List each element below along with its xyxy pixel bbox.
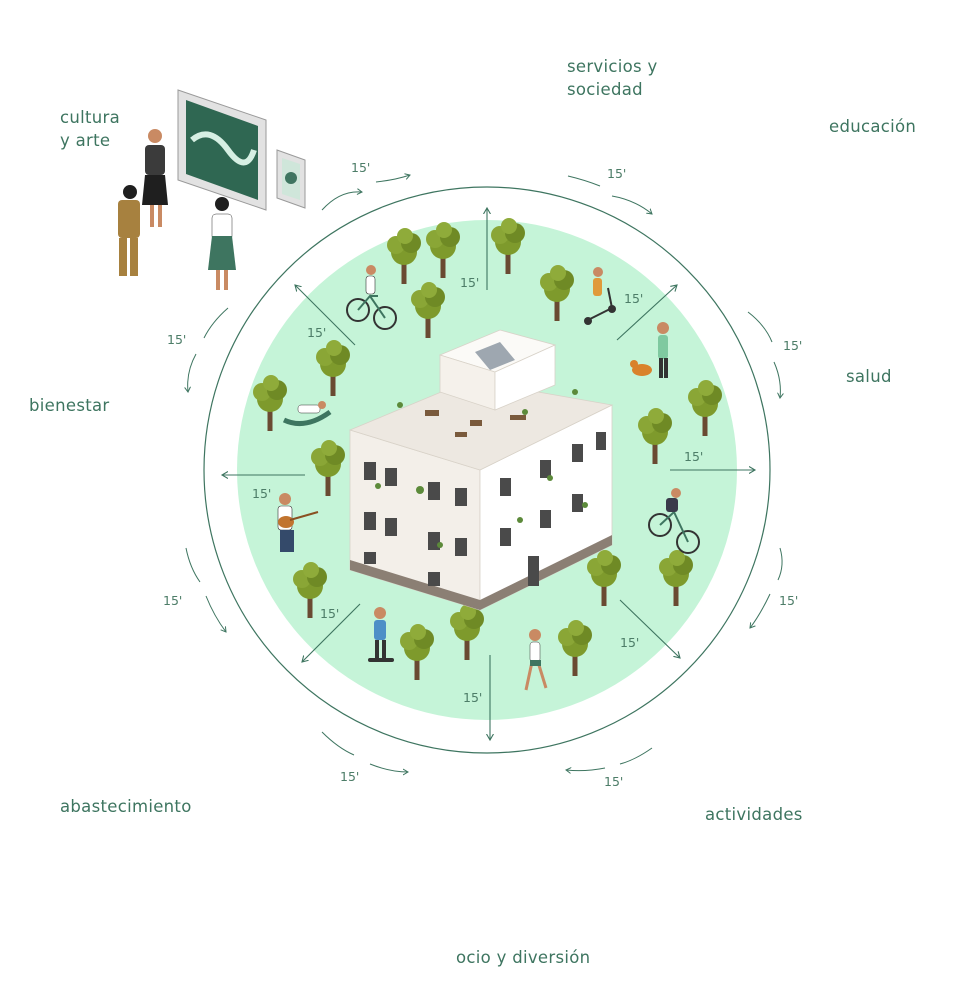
- time-inner-ocio: 15': [463, 690, 482, 705]
- time-abastecimiento-bienestar: 15': [163, 593, 182, 608]
- time-inner-bienestar: 15': [252, 486, 271, 501]
- category-label-educacion: educación: [829, 117, 917, 136]
- time-actividades-ocio: 15': [604, 774, 623, 789]
- category-label-abastecimiento: abastecimiento: [60, 797, 192, 816]
- category-label-bienestar: bienestar: [29, 396, 110, 415]
- time-inner-actividades: 15': [620, 635, 639, 650]
- time-bienestar-cultura: 15': [167, 332, 186, 347]
- art-gallery-icon: [118, 89, 306, 290]
- category-label-salud: salud: [846, 367, 892, 386]
- outer-ring: [203, 186, 771, 754]
- time-inner-salud: 15': [684, 449, 703, 464]
- time-inner-educacion: 15': [624, 291, 643, 306]
- time-inner-servicios: 15': [460, 275, 479, 290]
- cyclist-icon: [346, 265, 397, 330]
- dog-walker-icon: [630, 322, 669, 378]
- runner-icon: [524, 629, 548, 691]
- outer-arcs: [186, 175, 782, 772]
- category-label-servicios: servicios y sociedad: [567, 57, 658, 99]
- hammock-icon: [282, 401, 332, 427]
- time-cultura-servicios: 15': [351, 160, 370, 175]
- time-servicios-educacion: 15': [607, 166, 626, 181]
- category-label-actividades: actividades: [705, 805, 803, 824]
- bicycle-icon: [648, 488, 700, 554]
- category-label-cultura: cultura y arte: [60, 108, 121, 150]
- radial-arrows: [222, 208, 755, 740]
- time-ocio-abastecimiento: 15': [340, 769, 359, 784]
- apartment-building-icon: [348, 329, 614, 611]
- scooter-icon: [584, 267, 616, 325]
- time-salud-actividades: 15': [779, 593, 798, 608]
- guitar-icon: [277, 493, 319, 552]
- time-inner-cultura: 15': [307, 325, 326, 340]
- category-label-ocio: ocio y diversión: [456, 948, 591, 967]
- time-educacion-salud: 15': [783, 338, 802, 353]
- time-inner-abastecimiento: 15': [320, 606, 339, 621]
- skateboard-icon: [368, 607, 394, 662]
